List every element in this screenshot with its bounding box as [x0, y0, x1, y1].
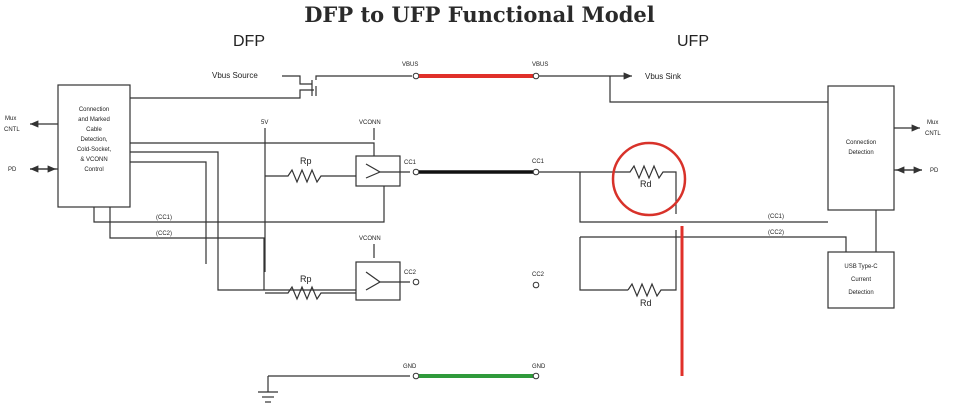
cc2-bus-left — [109, 207, 265, 290]
cc2-bus-right — [580, 236, 847, 252]
cc1-bus-left-label: (CC1) — [156, 215, 172, 221]
control-box-line-5: Cold-Socket, — [77, 147, 112, 153]
vconn-bottom-switch-blade — [365, 271, 381, 283]
usb-box-line-3: Detection — [848, 290, 873, 296]
vbus-right-pin — [532, 72, 540, 80]
gnd-right-label: GND — [532, 364, 546, 370]
cc2-bus-left-label: (CC2) — [156, 231, 172, 237]
control-box-line-1: Connection — [79, 107, 109, 113]
cc2-right-label: CC2 — [532, 272, 545, 278]
rp-bottom-resistor — [265, 285, 356, 301]
connection-detection-line-2: Detection — [848, 150, 873, 156]
usb-current-detection-box — [827, 251, 895, 309]
cc2-left-pin-label: CC2 — [404, 270, 417, 276]
rd-bottom-resistor — [627, 230, 677, 298]
cc1-bus-right — [579, 172, 828, 223]
cc2-bus-right-label: (CC2) — [768, 230, 784, 236]
control-box-line-7: Control — [84, 167, 103, 173]
vconn-control-bottom — [130, 151, 374, 291]
vconn-top-switch-blade — [365, 163, 381, 173]
ufp-heading: UFP — [677, 33, 709, 50]
cc1-bus-right-label: (CC1) — [768, 214, 784, 220]
rd-highlight-circle — [611, 141, 687, 217]
left-mux-label: Mux — [5, 116, 16, 122]
connection-control-box — [57, 84, 131, 208]
dfp-heading: DFP — [233, 33, 265, 50]
cc1-right-label: CC1 — [532, 159, 545, 165]
vbus-left-pin — [412, 72, 420, 80]
left-cntl-label: CNTL — [4, 127, 20, 133]
rp-top-resistor — [265, 168, 358, 184]
vbus-source-label: Vbus Source — [212, 71, 258, 80]
vconn-top-switch-blade-2 — [365, 171, 381, 179]
right-pd-label: PD — [930, 168, 939, 174]
cc1-right-pin — [532, 168, 540, 176]
cc2-right-pin — [532, 281, 540, 289]
gnd-right-pin — [532, 372, 540, 380]
usb-box-line-2: Current — [851, 277, 871, 283]
ufp-connection-detection-box — [827, 85, 895, 211]
cc2-left-pin — [412, 278, 420, 286]
vbus-sink-label: Vbus Sink — [645, 72, 682, 81]
rp-bottom-label: Rp — [300, 274, 312, 284]
control-box-line-4: Detection, — [80, 137, 107, 143]
cc2-right-wire — [579, 237, 628, 291]
control-box-line-3: Cable — [86, 127, 102, 133]
vconn-top-label: VCONN — [359, 120, 381, 126]
rd-top-label: Rd — [640, 179, 652, 189]
control-box-line-2: and Marked — [78, 117, 110, 123]
right-mux-label: Mux — [927, 120, 938, 126]
control-box-line-6: & VCONN — [80, 157, 107, 163]
cc1-bus-left — [93, 186, 385, 223]
cc-sense-line — [130, 161, 207, 264]
gnd-left-pin — [412, 372, 420, 380]
five-v-label: 5V — [261, 120, 268, 126]
cc1-left-pin — [412, 168, 420, 176]
rp-top-label: Rp — [300, 156, 312, 166]
vconn-bottom-switch-blade-2 — [365, 281, 381, 291]
rd-bottom-label: Rd — [640, 298, 652, 308]
right-cntl-label: CNTL — [925, 131, 941, 137]
vconn-control-top — [130, 142, 375, 164]
vconn-bottom-label: VCONN — [359, 236, 381, 242]
gnd-left-label: GND — [403, 364, 417, 370]
vbus-source-wire — [282, 75, 312, 85]
rd-top-resistor — [580, 164, 677, 214]
connection-detection-line-1: Connection — [846, 140, 876, 146]
vbus-left-label: VBUS — [402, 62, 418, 68]
vbus-right-label: VBUS — [532, 62, 548, 68]
vbus-switch-out — [315, 75, 412, 80]
cc1-left-pin-label: CC1 — [404, 160, 417, 166]
usb-box-line-1: USB Type-C — [844, 264, 878, 270]
diagram-title: DFP to UFP Functional Model — [304, 2, 655, 27]
vbus-control-wire — [130, 89, 314, 99]
left-pd-label: PD — [8, 167, 17, 173]
vbus-to-ufp-box — [609, 76, 828, 103]
